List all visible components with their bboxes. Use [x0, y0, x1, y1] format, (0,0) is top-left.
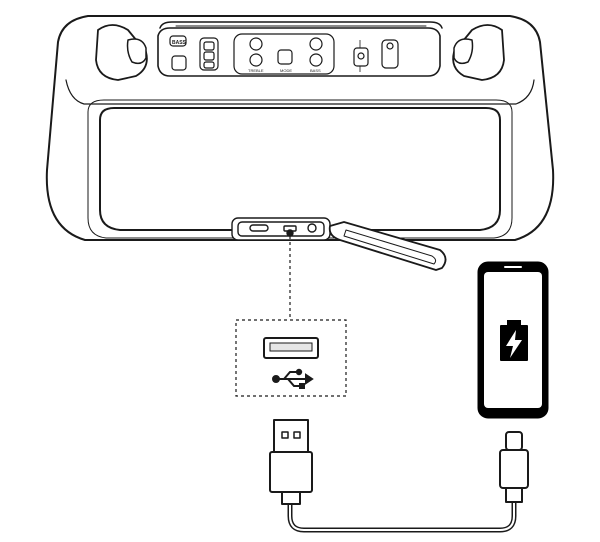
- bluetooth-button[interactable]: [381, 39, 399, 69]
- usb-a-plug-strain: [281, 491, 301, 505]
- bass-knob[interactable]: [309, 37, 323, 51]
- battery-charging-icon: [500, 320, 528, 361]
- power-button[interactable]: [353, 47, 369, 67]
- treble-knob-lower[interactable]: [249, 53, 263, 67]
- cable-cord: [287, 502, 517, 533]
- minus-button[interactable]: [203, 61, 215, 69]
- bluetooth-icon: [386, 42, 394, 50]
- aux-port: [249, 224, 269, 232]
- plus-button[interactable]: [203, 41, 215, 51]
- bass-knob-lower[interactable]: [309, 53, 323, 67]
- speaker-grille-outline: [87, 99, 513, 239]
- speaker-top-ridge: [159, 21, 443, 29]
- port-panel: [231, 217, 331, 241]
- port-callout-dot: [286, 229, 294, 237]
- smartphone: [477, 261, 549, 419]
- speaker-inner-contour: [65, 79, 535, 105]
- usb-c-plug-strain: [505, 487, 523, 503]
- control-buttons: BASS TREBLE MODE BASS: [169, 33, 399, 75]
- port-cover-flap[interactable]: [328, 221, 447, 271]
- left-small-button[interactable]: [171, 55, 187, 71]
- treble-knob[interactable]: [249, 37, 263, 51]
- phone-speaker-slot: [504, 266, 522, 268]
- right-handle-grip: [453, 38, 474, 65]
- usb-a-plug-body: [269, 451, 313, 493]
- bass-top-label: BASS: [172, 40, 187, 46]
- dc-port: [307, 223, 317, 233]
- play-button[interactable]: [203, 51, 215, 61]
- usb-a-pin-left: [281, 431, 289, 439]
- bass-label: BASS: [310, 68, 321, 73]
- treble-label: TREBLE: [248, 68, 264, 73]
- speaker: [45, 15, 555, 241]
- usb-a-plug-head: [273, 419, 309, 453]
- left-handle-grip: [126, 38, 147, 65]
- usb-a-port-tongue: [269, 342, 313, 352]
- mode-button[interactable]: [277, 49, 293, 65]
- usb-a-pin-right: [293, 431, 301, 439]
- power-icon: [357, 52, 365, 60]
- usb-port-detail: [235, 319, 347, 397]
- usb-cable: [269, 419, 529, 533]
- usb-c-plug-tip: [505, 431, 523, 451]
- usb-symbol-icon: [272, 368, 314, 389]
- mode-label: MODE: [280, 68, 292, 73]
- speaker-grille: [99, 107, 501, 231]
- usb-c-plug-body: [499, 449, 529, 489]
- bass-top-button[interactable]: [169, 35, 187, 47]
